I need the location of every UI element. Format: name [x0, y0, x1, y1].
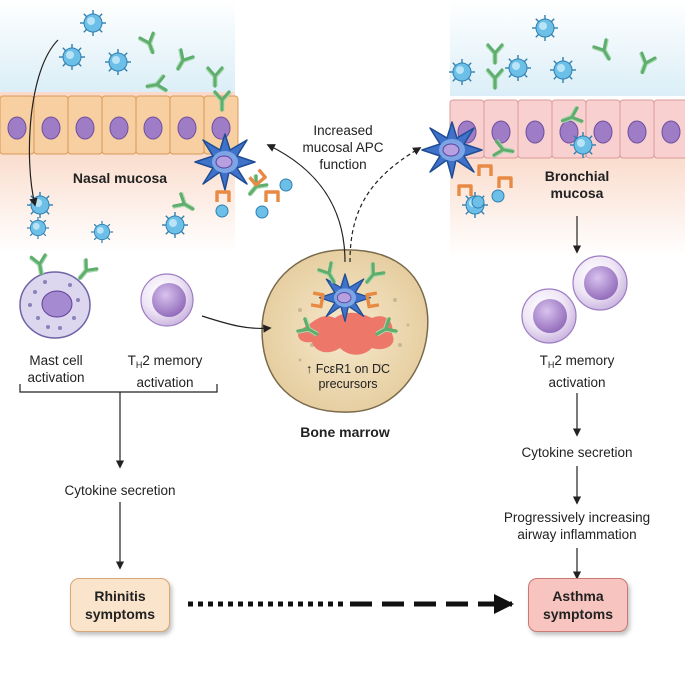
apc-line1: Increased [313, 123, 373, 138]
th2-cells-right [521, 255, 628, 344]
th2-memory-left-label: TH2 memory activation [110, 352, 220, 391]
connector-arrows [19, 39, 582, 580]
th2-left-line2: activation [136, 375, 194, 390]
th2-cell-left [140, 273, 194, 327]
fce-line2: precursors [318, 377, 378, 391]
bronchial-epithelium [449, 99, 685, 159]
mast-cell-activation-label: Mast cell activation [10, 352, 102, 386]
apc-line3: function [319, 157, 367, 172]
bone-marrow-label: Bone marrow [300, 424, 390, 440]
th2-left-T: T [127, 353, 136, 368]
cytokine-secretion-right: Cytokine secretion [521, 445, 633, 460]
apc-line2: mucosal APC [302, 140, 384, 155]
asthma-symptoms-box: Asthma symptoms [528, 578, 628, 632]
up-arrow-icon: ↑ [305, 362, 313, 376]
rhinitis-line1: Rhinitis [94, 588, 146, 604]
mast-cell-line2: activation [27, 370, 85, 385]
bronchial-mucosa-panel [449, 0, 685, 256]
rhinitis-symptoms-box: Rhinitis symptoms [70, 578, 170, 632]
mast-cell [19, 216, 114, 339]
dendritic-cell-nasal [171, 133, 293, 219]
fce-label: ↑ FcεR1 on DC precursors [288, 362, 408, 392]
fce-line1: FcεR1 on DC [315, 362, 391, 376]
bronchial-label-line2: mucosa [550, 185, 604, 201]
asthma-line1: Asthma [552, 588, 604, 604]
th2-right-T: T [539, 353, 548, 368]
th2-left-rest: 2 memory [142, 353, 203, 368]
nasal-mucosa-label: Nasal mucosa [72, 170, 168, 186]
nasal-epithelium [0, 95, 239, 155]
increased-apc-label: Increased mucosal APC function [283, 122, 403, 173]
th2-right-rest: 2 memory [554, 353, 615, 368]
inflammation-line2: airway inflammation [517, 527, 637, 542]
th2-right-H: H [547, 360, 555, 370]
th2-memory-right-label: TH2 memory activation [522, 352, 632, 391]
mast-cell-line1: Mast cell [29, 353, 83, 368]
cytokine-secretion-left: Cytokine secretion [64, 483, 176, 498]
th2-right-line2: activation [548, 375, 606, 390]
asthma-line2: symptoms [542, 606, 614, 622]
bone-marrow [261, 249, 429, 413]
inflammation-line1: Progressively increasing [503, 510, 651, 525]
bronchial-label-line1: Bronchial [544, 168, 610, 184]
nasal-mucosa-panel [0, 0, 239, 252]
rhinitis-line2: symptoms [84, 606, 156, 622]
bronchial-mucosa-label: Bronchial mucosa [517, 168, 637, 202]
airway-inflammation-label: Progressively increasing airway inflamma… [482, 509, 672, 543]
dendritic-cell-bronchial [421, 121, 517, 209]
th2-left-H: H [135, 360, 143, 370]
